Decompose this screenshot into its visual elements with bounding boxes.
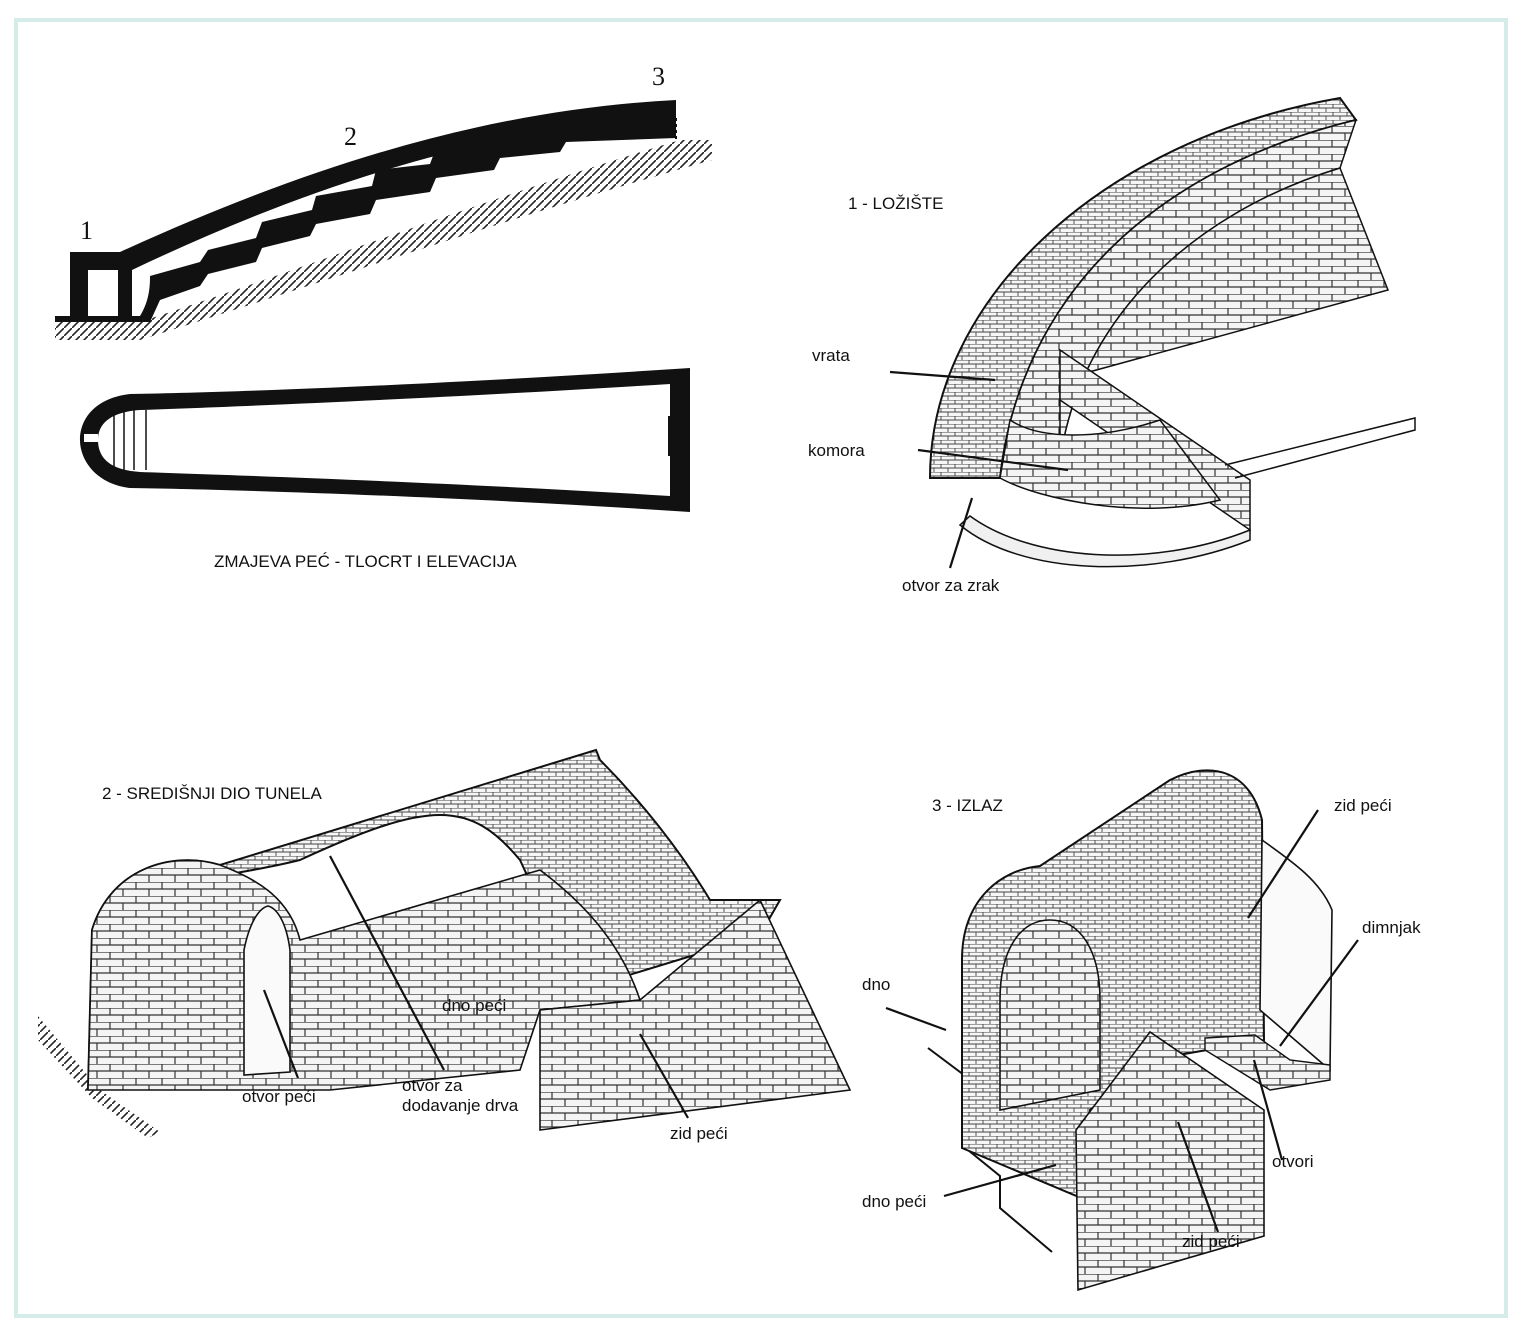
section2-opening — [243, 905, 291, 1076]
leader-otvori — [1252, 1059, 1284, 1161]
elevation-number-3: 3 — [652, 62, 665, 91]
label-zid-peci-top: zid peći — [1334, 796, 1392, 815]
label-dno: dno — [862, 975, 891, 994]
elevation-stepped-floor — [55, 112, 676, 322]
section3-stair-wall — [1204, 1034, 1331, 1091]
elevation-number-2: 2 — [344, 122, 357, 151]
section2-leaders — [262, 855, 689, 1119]
kiln-plan — [80, 368, 690, 512]
section2-title: 2 - SREDIŠNJI DIO TUNELA — [102, 784, 322, 803]
leader-vrata — [889, 370, 996, 382]
plan-entry-door — [84, 434, 98, 442]
label-vrata: vrata — [812, 346, 850, 365]
label-otvori: otvori — [1272, 1152, 1314, 1171]
label-dno-peci-exit: dno peći — [862, 1192, 927, 1211]
section2-right-wall — [539, 898, 852, 1131]
leader-zid-peci-top — [1247, 809, 1319, 919]
label-otvor-peci: otvor peći — [242, 1087, 316, 1106]
section1-chamber — [999, 418, 1222, 509]
elevation-ground-hatch — [55, 140, 712, 340]
label-dno-peci: dno peći — [442, 996, 507, 1015]
plan-exit-wall — [668, 416, 690, 456]
plan-grate-lines — [113, 410, 147, 470]
elevation-number-1: 1 — [80, 216, 93, 245]
section1-leaders — [889, 370, 1069, 569]
section3-drawing — [927, 769, 1333, 1292]
elevation-roof — [70, 100, 676, 270]
page-frame — [14, 18, 1508, 1318]
main-caption: ZMAJEVA PEĆ - TLOCRT I ELEVACIJA — [214, 552, 517, 571]
leader-otvor-peci — [262, 989, 300, 1079]
label-komora: komora — [808, 441, 865, 460]
leader-dno-peci — [943, 1163, 1057, 1198]
label-zid-peci: zid peći — [670, 1124, 728, 1143]
label-otvor-za-dodavanje-drva: otvor za dodavanje drva — [402, 1076, 519, 1115]
section1-title: 1 - LOŽIŠTE — [848, 194, 944, 213]
plan-interior — [98, 384, 670, 496]
section1-floor-ring — [958, 515, 1251, 568]
kiln-elevation — [55, 100, 712, 340]
section3-chimney — [1259, 838, 1333, 1072]
leader-dno — [885, 1006, 947, 1032]
label-otvor-za-zrak: otvor za zrak — [902, 576, 1000, 595]
section3-front-wall — [1075, 1030, 1265, 1292]
label-zid-peci-bottom: zid peći — [1182, 1232, 1240, 1251]
section2-ground-hatch — [38, 1016, 160, 1138]
elevation-firebox — [70, 252, 132, 316]
section3-title: 3 - IZLAZ — [932, 796, 1003, 815]
section1-ground-line — [1224, 417, 1416, 479]
leader-otvor-za-zrak — [948, 497, 974, 569]
leader-zid-peci — [639, 1033, 689, 1119]
label-dimnjak: dimnjak — [1362, 918, 1421, 937]
leader-zid-peci-bottom — [1176, 1121, 1220, 1233]
section2-front-wall — [87, 859, 642, 1091]
leader-komora — [917, 448, 1069, 472]
section3-inner-arch — [999, 919, 1101, 1111]
leader-otvor-za-dodavanje-drva — [329, 855, 445, 1071]
section3-leaders — [885, 809, 1359, 1233]
leader-dimnjak — [1279, 939, 1359, 1047]
section1-drawing — [928, 96, 1416, 568]
section2-drawing — [38, 748, 852, 1138]
